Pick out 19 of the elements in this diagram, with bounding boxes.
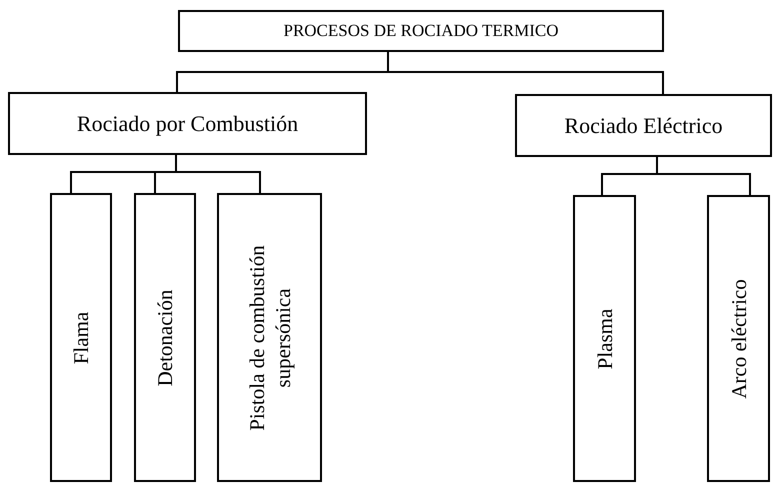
process-label: PROCESOS DE ROCIADO TERMICO xyxy=(283,20,559,42)
process-label: Rociado por Combustión xyxy=(76,110,298,138)
process-box xyxy=(8,92,367,155)
connector-line xyxy=(387,52,664,94)
process-box xyxy=(50,193,112,482)
process-label: Plasma xyxy=(591,308,618,369)
process-label: Rociado Eléctrico xyxy=(564,112,723,140)
process-box xyxy=(217,193,322,482)
process-label: Flama xyxy=(68,311,94,364)
connector-line xyxy=(656,157,751,195)
process-label: Arco eléctrico xyxy=(725,278,752,398)
process-box xyxy=(707,195,770,482)
process-box xyxy=(134,193,196,482)
connector-line xyxy=(175,155,261,193)
process-box xyxy=(178,10,664,52)
process-label: Pistola de combustión supersónica xyxy=(243,244,296,432)
process-box xyxy=(573,195,636,482)
process-box xyxy=(515,94,772,157)
process-label: Detonación xyxy=(152,289,178,386)
